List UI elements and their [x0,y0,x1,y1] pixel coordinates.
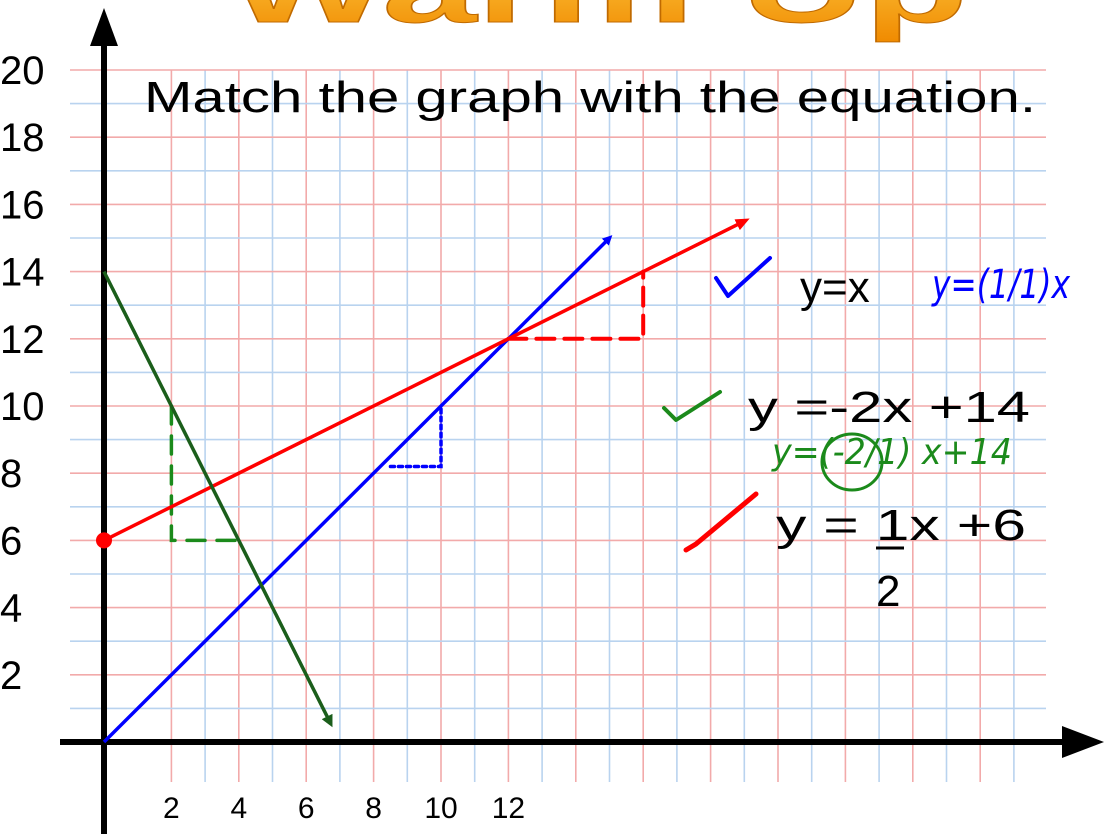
equation-3-denominator: 2 [876,567,900,616]
slope-triangle [506,269,646,341]
y-tick-label: 2 [0,654,22,698]
equation-2-text: y =-2x +14 [748,383,1030,432]
y-tick-label: 8 [0,452,22,496]
equation-3-numerator: y = 1x +6 [776,501,1026,550]
x-tick-label: 4 [230,792,247,825]
graph-lines [102,218,750,744]
x-tick-label: 8 [365,792,382,825]
equation-1-text: y=x [800,263,870,312]
x-axis-tick-labels: 2 4 6 8 10 12 [163,792,525,825]
x-tick-label: 12 [492,792,525,825]
handwritten-slope-note-2: y=(-2/1) x+14 [771,432,1012,473]
y-tick-label: 4 [0,587,22,631]
y-axis-tick-labels: 2 4 6 8 10 12 14 16 18 20 [0,49,45,698]
y-tick-label: 10 [0,385,45,429]
red-check-icon [683,491,759,553]
graph-grid [70,69,1046,782]
y-tick-label: 12 [0,318,45,362]
x-tick-label: 6 [298,792,315,825]
y-intercept-point [96,532,112,549]
y-tick-label: 16 [0,183,45,227]
y-tick-label: 20 [0,49,45,93]
handwritten-circle-mark [820,432,884,492]
blue-line [102,235,613,744]
green-check-icon [662,390,722,422]
warm-up-banner: Warm Up [228,0,968,43]
x-tick-label: 2 [163,792,180,825]
y-tick-label: 14 [0,251,45,295]
slope-triangle [169,404,241,543]
handwritten-slope-note-1: y=(1/1)x [931,262,1070,308]
slope-triangle [388,404,443,469]
green-line [102,270,333,728]
x-axis-arrow-icon [1062,726,1104,758]
blue-check-icon [714,256,772,298]
slope-triangles [169,269,646,543]
x-tick-label: 10 [424,792,457,825]
graph-marks [96,532,112,549]
red-line [103,218,750,542]
prompt-text: Match the graph with the equation. [144,73,1036,122]
y-axis-arrow-icon [90,8,118,46]
y-tick-label: 6 [0,519,22,563]
axes [60,8,1104,834]
y-tick-label: 18 [0,116,45,160]
